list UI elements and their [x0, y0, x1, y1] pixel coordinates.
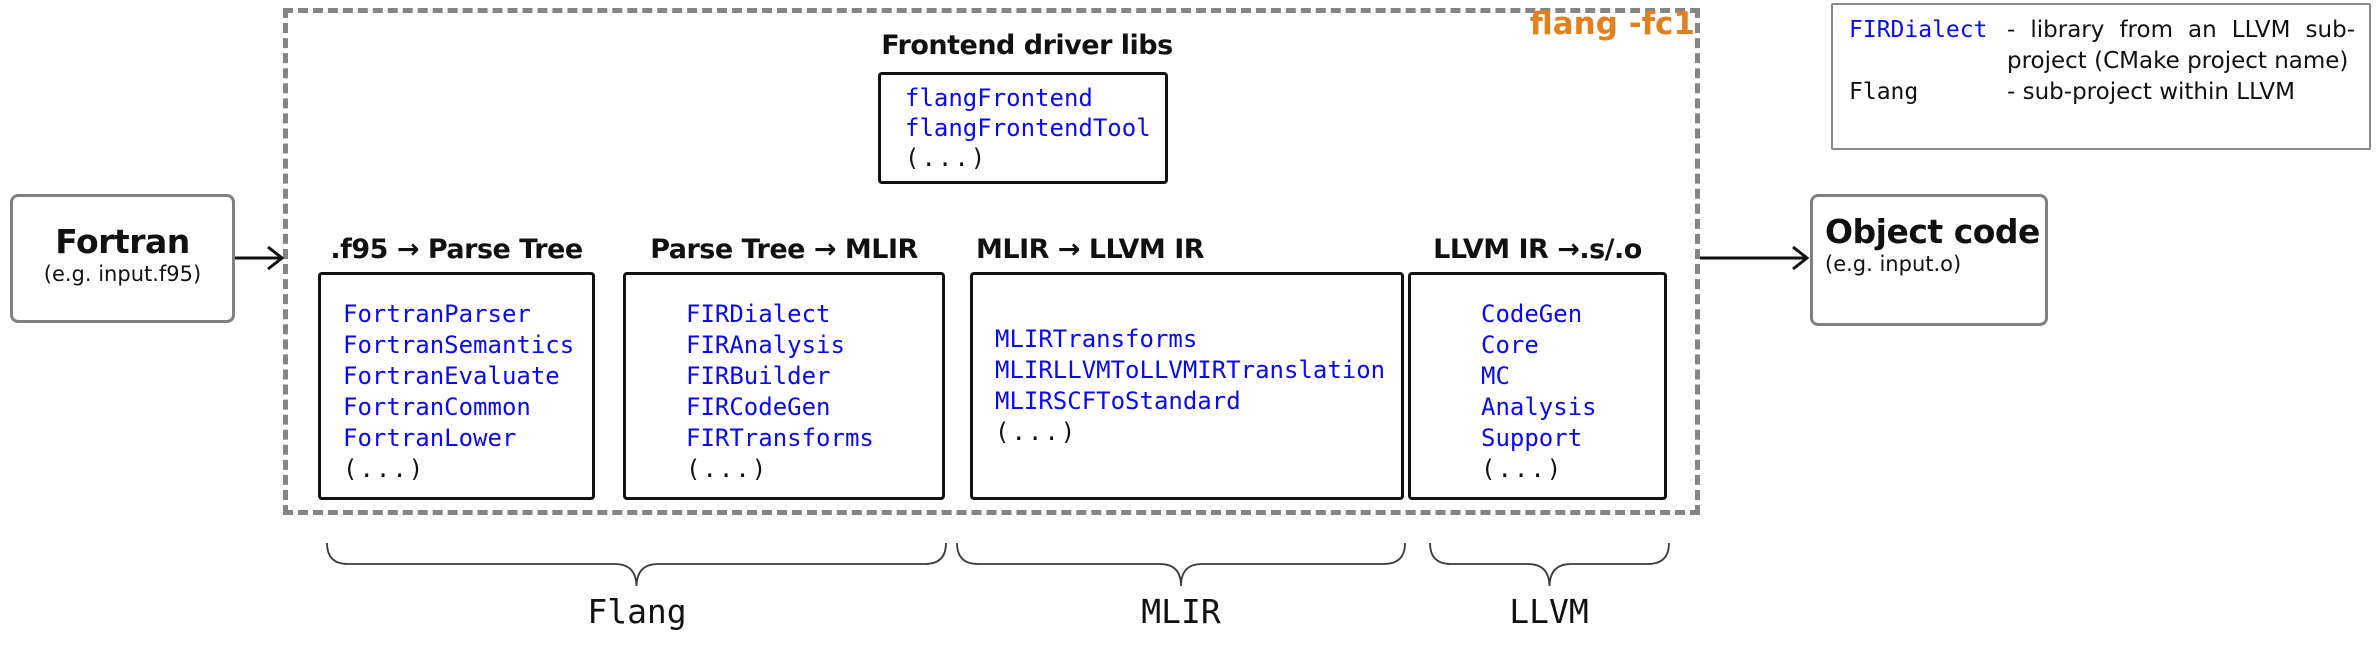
- library-item: Core: [1481, 331, 1539, 359]
- stage-box-mlir-libs: MLIRTransforms MLIRLLVMToLLVMIRTranslati…: [970, 272, 1404, 500]
- flang-fc1-container: [283, 8, 1700, 515]
- library-item: FIRTransforms: [686, 424, 874, 452]
- library-item: FortranSemantics: [343, 331, 575, 359]
- flang-brace-label: Flang: [587, 592, 687, 631]
- library-item: FIRCodeGen: [686, 393, 831, 421]
- library-item: FIRDialect: [686, 300, 831, 328]
- arrow-flang-to-object: [1700, 245, 1810, 271]
- stage-box-fir-libs: FIRDialect FIRAnalysis FIRBuilder FIRCod…: [623, 272, 945, 500]
- library-item: Analysis: [1481, 393, 1597, 421]
- legend-box: FIRDialect - library from an LLVM sub-pr…: [1831, 3, 2371, 150]
- llvm-brace-label: LLVM: [1509, 592, 1589, 631]
- stage-heading-object: LLVM IR →.s/.o: [1433, 234, 1642, 265]
- object-code-output-node: Object code (e.g. input.o): [1810, 194, 2048, 326]
- fortran-node-subtitle: (e.g. input.f95): [43, 262, 202, 286]
- legend-description-flang: - sub-project within LLVM: [2007, 79, 2295, 105]
- library-item: FortranCommon: [343, 393, 531, 421]
- legend-term-flang: Flang: [1849, 79, 1919, 105]
- stage-heading-llvm-ir: MLIR → LLVM IR: [976, 234, 1205, 265]
- legend-description-firdialect: - library from an LLVM sub-project (CMak…: [2007, 17, 2355, 74]
- library-item: MLIRTransforms: [995, 325, 1198, 353]
- library-item: flangFrontend: [905, 84, 1093, 112]
- mlir-brace-label: MLIR: [1141, 592, 1221, 631]
- flang-fc1-label: flang -fc1: [1529, 6, 1695, 42]
- library-item-ellipsis: (...): [686, 455, 769, 483]
- library-item-ellipsis: (...): [1481, 455, 1564, 483]
- stage-heading-mlir: Parse Tree → MLIR: [650, 234, 918, 265]
- stage-box-llvm-libs: CodeGen Core MC Analysis Support (...): [1408, 272, 1667, 500]
- library-item-ellipsis: (...): [343, 455, 426, 483]
- arrow-fortran-to-flang: [235, 245, 285, 271]
- library-item: flangFrontendTool: [905, 114, 1151, 142]
- object-code-node-subtitle: (e.g. input.o): [1825, 252, 1962, 276]
- library-item: CodeGen: [1481, 300, 1583, 328]
- library-item: Support: [1481, 424, 1583, 452]
- library-item: FortranEvaluate: [343, 362, 560, 390]
- stage-heading-parse-tree: .f95 → Parse Tree: [330, 234, 583, 265]
- library-item: FortranLower: [343, 424, 517, 452]
- stage-box-fortran-libs: FortranParser FortranSemantics FortranEv…: [318, 272, 595, 500]
- mlir-brace: [956, 542, 1406, 587]
- library-item: FortranParser: [343, 300, 531, 328]
- object-code-node-title: Object code: [1825, 212, 2040, 251]
- fortran-node-title: Fortran: [55, 222, 190, 261]
- library-item-ellipsis: (...): [905, 144, 988, 172]
- library-item-ellipsis: (...): [995, 418, 1078, 446]
- library-item: MLIRSCFToStandard: [995, 387, 1241, 415]
- flang-brace: [326, 542, 947, 587]
- library-item: FIRAnalysis: [686, 331, 845, 359]
- frontend-driver-libs-heading: Frontend driver libs: [881, 30, 1173, 61]
- library-item: MLIRLLVMToLLVMIRTranslation: [995, 356, 1386, 384]
- legend-term-firdialect: FIRDialect: [1849, 17, 1988, 43]
- library-item: FIRBuilder: [686, 362, 831, 390]
- fortran-input-node: Fortran (e.g. input.f95): [10, 194, 235, 323]
- llvm-brace: [1429, 542, 1670, 587]
- library-item: MC: [1481, 362, 1510, 390]
- frontend-driver-libs-box: flangFrontend flangFrontendTool (...): [878, 72, 1168, 184]
